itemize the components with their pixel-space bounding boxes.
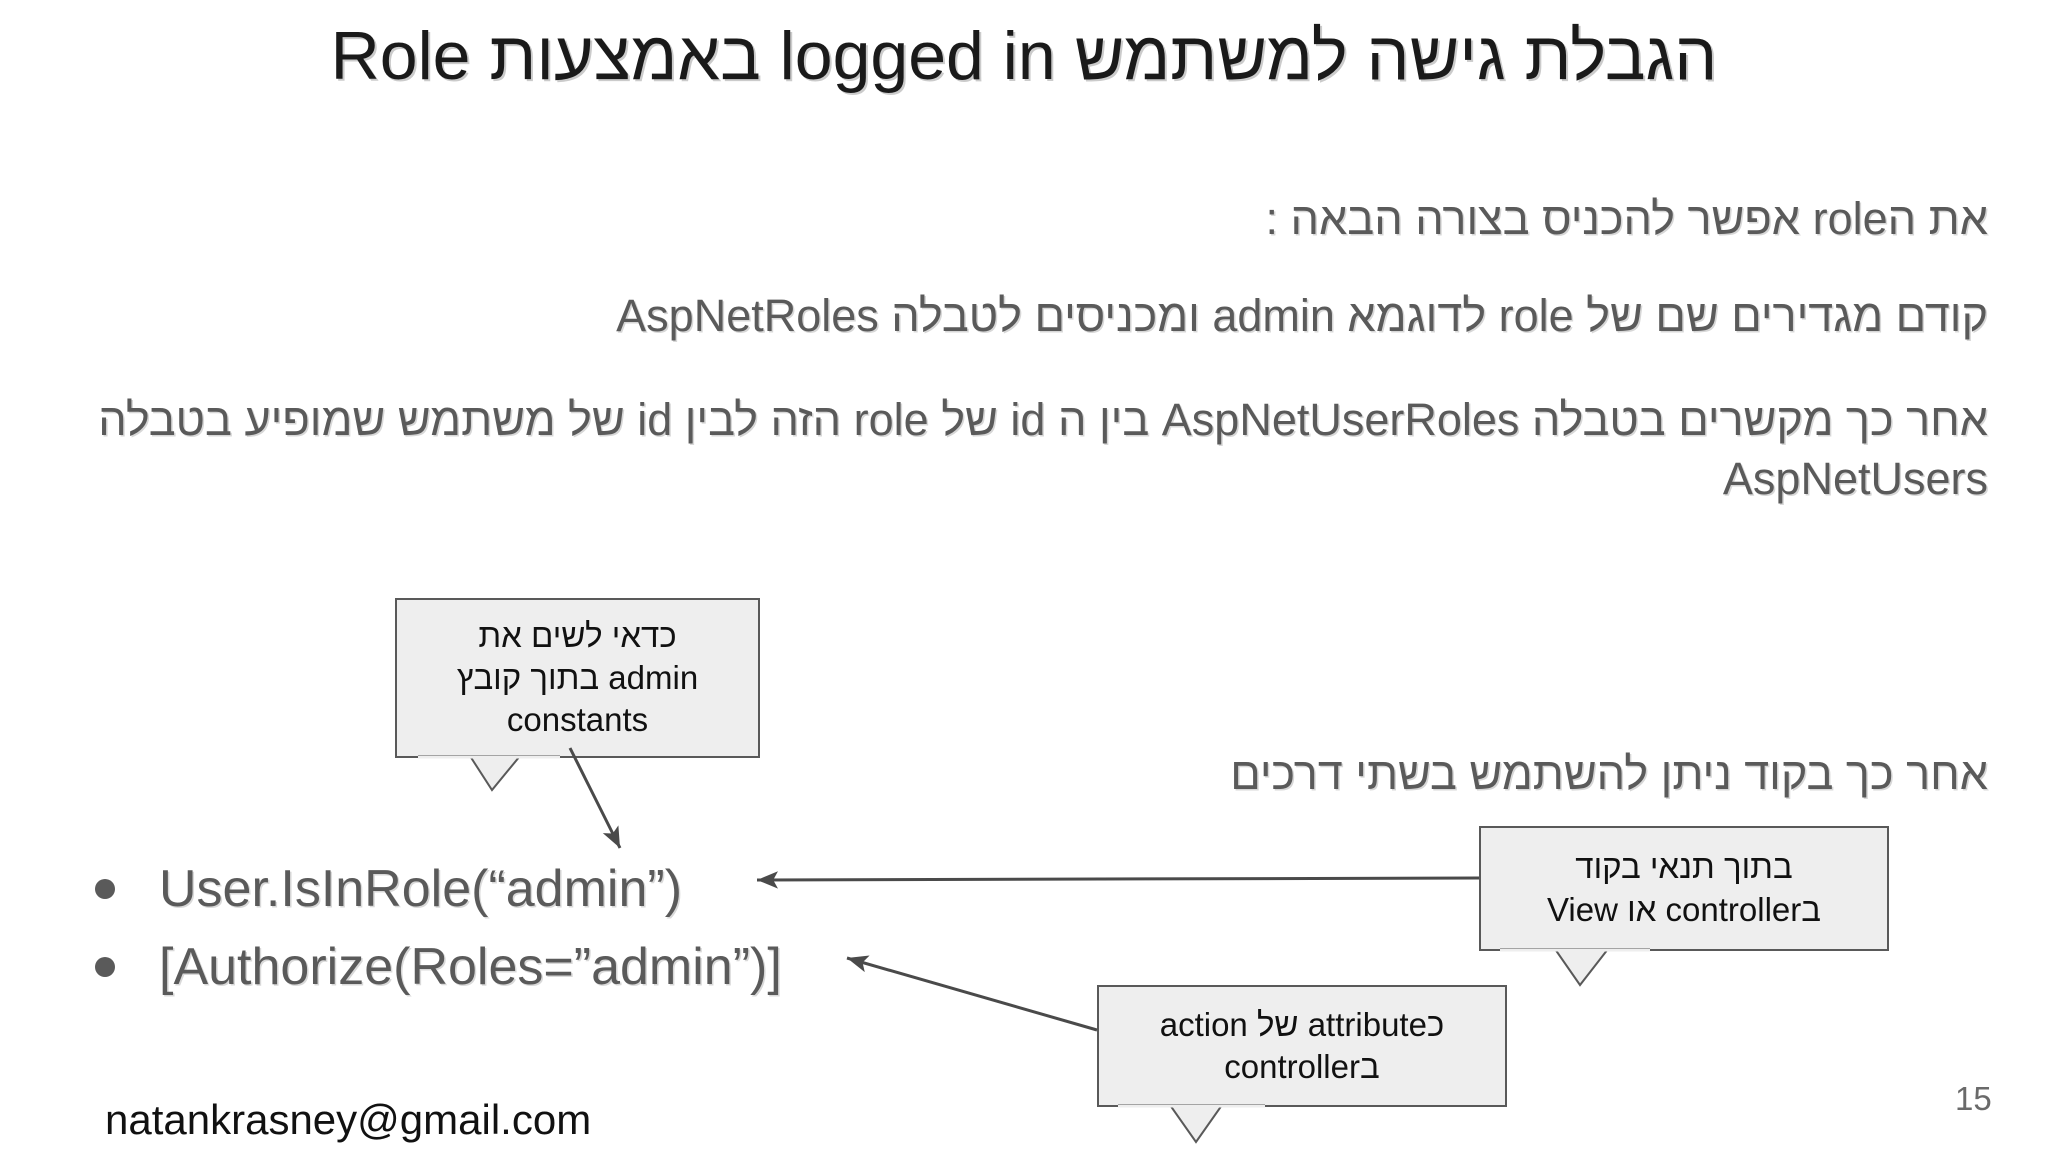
body-line-3: אחר כך מקשרים בטבלה AspNetUserRoles בין … xyxy=(98,394,1988,505)
page-number: 15 xyxy=(1955,1080,1992,1117)
list-item: [Authorize(Roles=”admin”)] xyxy=(95,933,782,1001)
callout-constants-tail xyxy=(418,755,560,792)
callout-controller-view: בתוך תנאי בקוד בcontroller או View xyxy=(1479,826,1889,951)
bullet-label-isinrole: User.IsInRole(“admin”) xyxy=(159,860,683,918)
arrow-attribute-to-bullet xyxy=(846,955,1098,1032)
callout-constants-line1: כדאי לשים את xyxy=(478,616,677,654)
bullet-dot-icon xyxy=(95,957,115,977)
arrow-constants-to-bullet xyxy=(568,747,622,849)
bullet-label-authorize: [Authorize(Roles=”admin”)] xyxy=(159,938,782,996)
arrow-controller-view-to-bullet xyxy=(756,871,1480,889)
code-usage-list: User.IsInRole(“admin”) [Authorize(Roles=… xyxy=(95,855,782,1011)
body-line-ways: אחר כך בקוד ניתן להשתמש בשתי דרכים xyxy=(1230,748,1988,799)
body-text-block: את הrole אפשר להכניס בצורה הבאה : קודם מ… xyxy=(88,196,1988,509)
callout-constants-line3: constants xyxy=(506,701,649,739)
body-line-2: קודם מגדירים שם של role לדוגמא admin ומכ… xyxy=(616,290,1988,341)
callout-attribute-line1: כattribute של action xyxy=(1159,1005,1445,1043)
callout-controller-view-tail xyxy=(1500,948,1650,987)
body-line-1: את הrole אפשר להכניס בצורה הבאה : xyxy=(1265,193,1988,244)
callout-attribute-line2: בcontroller xyxy=(1224,1048,1380,1085)
callout-controller-view-line2: בcontroller או View xyxy=(1546,890,1822,928)
bullet-dot-icon xyxy=(95,879,115,899)
callout-controller-view-line1: בתוך תנאי בקוד xyxy=(1575,848,1793,886)
list-item: User.IsInRole(“admin”) xyxy=(95,855,782,923)
callout-attribute: כattribute של action בcontroller xyxy=(1097,985,1507,1107)
callout-constants-line2: admin בתוך קובץ xyxy=(456,658,699,696)
callout-constants: כדאי לשים את admin בתוך קובץ constants xyxy=(395,598,760,758)
page-title: הגבלת גישה למשתמש logged in באמצעות Role xyxy=(330,18,1718,94)
footer-email: natankrasney@gmail.com xyxy=(105,1096,592,1143)
callout-attribute-tail xyxy=(1118,1104,1265,1144)
